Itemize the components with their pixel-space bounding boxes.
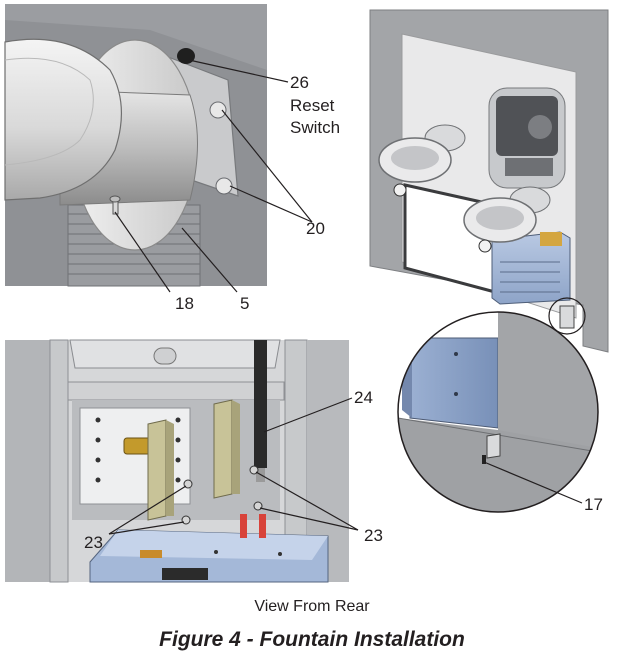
bottle-filler-unit [488, 87, 566, 189]
callout-23-right: 23 [364, 526, 383, 545]
callout-reset-line1: Reset [290, 96, 335, 115]
brackets [147, 399, 240, 521]
callout-reset-line2: Switch [290, 118, 341, 137]
figure-title: Figure 4 - Fountain Installation [159, 628, 465, 651]
leader-17 [483, 461, 583, 504]
leader-23c [255, 471, 359, 531]
drain-hose [254, 340, 267, 468]
leader-24 [263, 397, 353, 433]
leader-20b [229, 185, 313, 223]
callout-17: 17 [584, 495, 603, 514]
detail-zoom-circle [397, 311, 599, 513]
overview-panel-top-right [369, 9, 609, 353]
leader-23a [108, 485, 187, 535]
callout-26: 26 [290, 73, 309, 92]
callout-18: 18 [175, 294, 194, 313]
red-wire-left [240, 514, 247, 538]
callout-20: 20 [306, 219, 325, 238]
bowl-lower [463, 186, 551, 253]
bowl-upper [378, 124, 466, 197]
view-caption: View From Rear [254, 598, 370, 615]
chiller-box [491, 231, 571, 305]
leader-23b [108, 521, 185, 535]
electrical-box [89, 529, 329, 583]
callout-24: 24 [354, 388, 373, 407]
mounting-hole-lower [215, 177, 233, 195]
leader-20a [221, 109, 313, 223]
reset-switch [177, 48, 195, 64]
leader-23d [259, 507, 359, 531]
leader-26 [188, 59, 289, 83]
rear-view-panel [5, 339, 359, 583]
screw-18 [109, 195, 121, 215]
closeup-panel-top-left [4, 4, 313, 293]
mounting-hole-upper [209, 101, 227, 119]
screw-17 [482, 455, 486, 464]
leader-18 [114, 211, 171, 293]
bubbler-bowl [4, 38, 122, 201]
callout-5: 5 [240, 294, 250, 313]
red-wire-right [259, 514, 266, 538]
leader-5 [181, 227, 238, 293]
detail-indicator-circle [548, 297, 586, 335]
callout-23-left: 23 [84, 533, 103, 552]
